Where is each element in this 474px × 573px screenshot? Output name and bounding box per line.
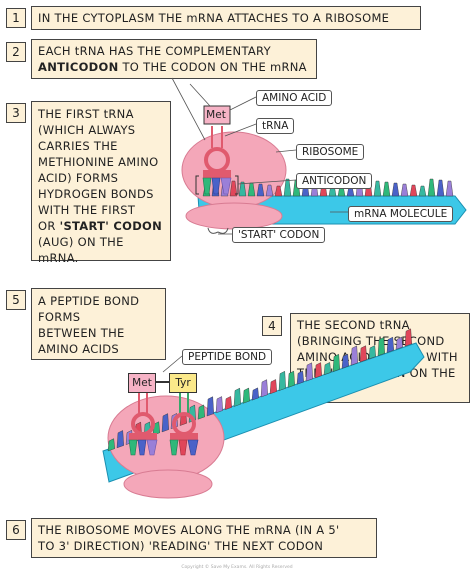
nucleotide bbox=[197, 404, 205, 420]
nucleotide bbox=[116, 430, 124, 449]
nucleotide bbox=[400, 183, 409, 197]
ribosome-small-subunit-bottom bbox=[123, 469, 213, 499]
copyright-notice: Copyright © Save My Exams. All Rights Re… bbox=[181, 565, 293, 570]
step-3-line-3: CARRIES THE bbox=[38, 139, 118, 153]
nucleotide bbox=[332, 353, 340, 372]
step-5-line-1: A PEPTIDE BOND bbox=[38, 294, 140, 308]
mrna-molecule-label: mRNA MOLECULE bbox=[348, 206, 454, 222]
step-3-line-2: (WHICH ALWAYS bbox=[38, 123, 136, 137]
step-6-box: THE RIBOSOME MOVES ALONG THE mRNA (IN A … bbox=[31, 518, 377, 558]
nucleotide bbox=[283, 178, 292, 197]
nucleotide bbox=[287, 370, 295, 388]
nucleotide bbox=[107, 438, 115, 452]
step-4-number: 4 bbox=[262, 316, 282, 336]
nucleotide bbox=[215, 396, 223, 414]
anticodon-term: ANTICODON bbox=[38, 60, 119, 74]
step-6-line-2: TO 3' DIRECTION) 'READING' THE NEXT CODO… bbox=[38, 539, 324, 553]
trna-stem-top bbox=[211, 126, 223, 148]
nucleotide bbox=[368, 345, 376, 360]
step-2-line-1: EACH tRNA HAS THE COMPLEMENTARY bbox=[38, 44, 271, 58]
ribosome-label: RIBOSOME bbox=[296, 144, 365, 160]
nucleotide bbox=[391, 182, 400, 197]
nucleotide bbox=[409, 184, 418, 197]
tyr-label-bottom: Tyr bbox=[169, 373, 197, 393]
nucleotide bbox=[265, 184, 274, 197]
step-5-box: A PEPTIDE BOND FORMS BETWEEN THE AMINO A… bbox=[31, 288, 166, 360]
step-6-line-1: THE RIBOSOME MOVES ALONG THE mRNA (IN A … bbox=[38, 523, 340, 537]
nucleotide bbox=[377, 337, 385, 356]
nucleotide bbox=[373, 180, 382, 197]
step-6-number: 6 bbox=[6, 520, 26, 540]
step-2-line-2-rest: TO THE CODON ON THE mRNA bbox=[122, 60, 307, 74]
step-3-line-6: HYDROGEN BONDS bbox=[38, 187, 154, 201]
nucleotide bbox=[404, 328, 412, 347]
nucleotide bbox=[350, 345, 358, 366]
amino-acid-label: AMINO ACID bbox=[256, 90, 333, 106]
nucleotide bbox=[269, 379, 277, 395]
peptide-bond-label: PEPTIDE BOND bbox=[182, 349, 273, 365]
nucleotide bbox=[386, 336, 394, 353]
nucleotide bbox=[359, 345, 367, 363]
step-3-box: THE FIRST tRNA (WHICH ALWAYS CARRIES THE… bbox=[31, 101, 171, 265]
nucleotide bbox=[296, 370, 304, 385]
nucleotide bbox=[229, 180, 238, 197]
ribosome-small-subunit-top bbox=[185, 202, 283, 230]
met-label-top: Met bbox=[206, 109, 226, 121]
nucleotide bbox=[260, 379, 268, 398]
step-5-line-3: BETWEEN THE bbox=[38, 326, 125, 340]
step-3-line-7: WITH THE FIRST bbox=[38, 203, 136, 217]
trna-label: tRNA bbox=[256, 118, 295, 134]
ribosome-large-subunit-bottom bbox=[107, 395, 225, 481]
step-1-text: IN THE CYTOPLASM THE mRNA ATTACHES TO A … bbox=[38, 11, 390, 25]
start-codon-term: 'START' CODON bbox=[59, 219, 163, 233]
step-2-line-2: ANTICODON TO THE CODON ON THE mRNA bbox=[38, 59, 310, 75]
nucleotide bbox=[224, 396, 232, 410]
nucleotide bbox=[161, 413, 169, 433]
step-3-line-1: THE FIRST tRNA bbox=[38, 107, 134, 121]
nucleotide bbox=[305, 362, 313, 382]
ribosome-large-subunit-top bbox=[181, 131, 287, 209]
nucleotide bbox=[314, 362, 322, 379]
step-3-line-9: (AUG) ON THE mRNA. bbox=[38, 235, 124, 265]
nucleotide bbox=[418, 185, 427, 197]
step-3-line-4: METHIONINE AMINO bbox=[38, 155, 159, 169]
step-1-box: IN THE CYTOPLASM THE mRNA ATTACHES TO A … bbox=[31, 6, 421, 30]
step-2-number: 2 bbox=[6, 42, 26, 62]
nucleotide bbox=[341, 353, 349, 369]
step-5-line-2: FORMS bbox=[38, 310, 81, 324]
nucleotide bbox=[382, 181, 391, 197]
step-3-or: OR bbox=[38, 219, 56, 233]
nucleotide bbox=[278, 370, 286, 391]
nucleotide bbox=[323, 362, 331, 376]
nucleotide bbox=[242, 387, 250, 404]
nucleotide bbox=[436, 179, 445, 197]
nucleotide bbox=[206, 396, 214, 417]
step-3-number: 3 bbox=[6, 103, 26, 123]
nucleotide bbox=[238, 181, 247, 197]
step-5-line-4: AMINO ACIDS bbox=[38, 342, 120, 356]
met-label-bottom: Met bbox=[128, 373, 156, 393]
step-4-line-1: THE SECOND tRNA bbox=[297, 318, 410, 332]
step-2-box: EACH tRNA HAS THE COMPLEMENTARY ANTICODO… bbox=[31, 39, 317, 79]
step-1-number: 1 bbox=[6, 8, 26, 28]
nucleotide bbox=[395, 336, 403, 350]
nucleotide bbox=[445, 180, 454, 197]
step-3-line-5: ACID) FORMS bbox=[38, 171, 119, 185]
anticodon-label: ANTICODON bbox=[296, 173, 373, 189]
nucleotide bbox=[233, 387, 241, 407]
nucleotide bbox=[256, 183, 265, 197]
nucleotide bbox=[251, 387, 259, 401]
nucleotide bbox=[427, 178, 436, 197]
met-box-top bbox=[203, 105, 231, 125]
nucleotide bbox=[274, 185, 283, 197]
step-3-line-8: OR 'START' CODON bbox=[38, 218, 164, 234]
start-codon-label: 'START' CODON bbox=[232, 227, 326, 243]
step-5-number: 5 bbox=[6, 290, 26, 310]
